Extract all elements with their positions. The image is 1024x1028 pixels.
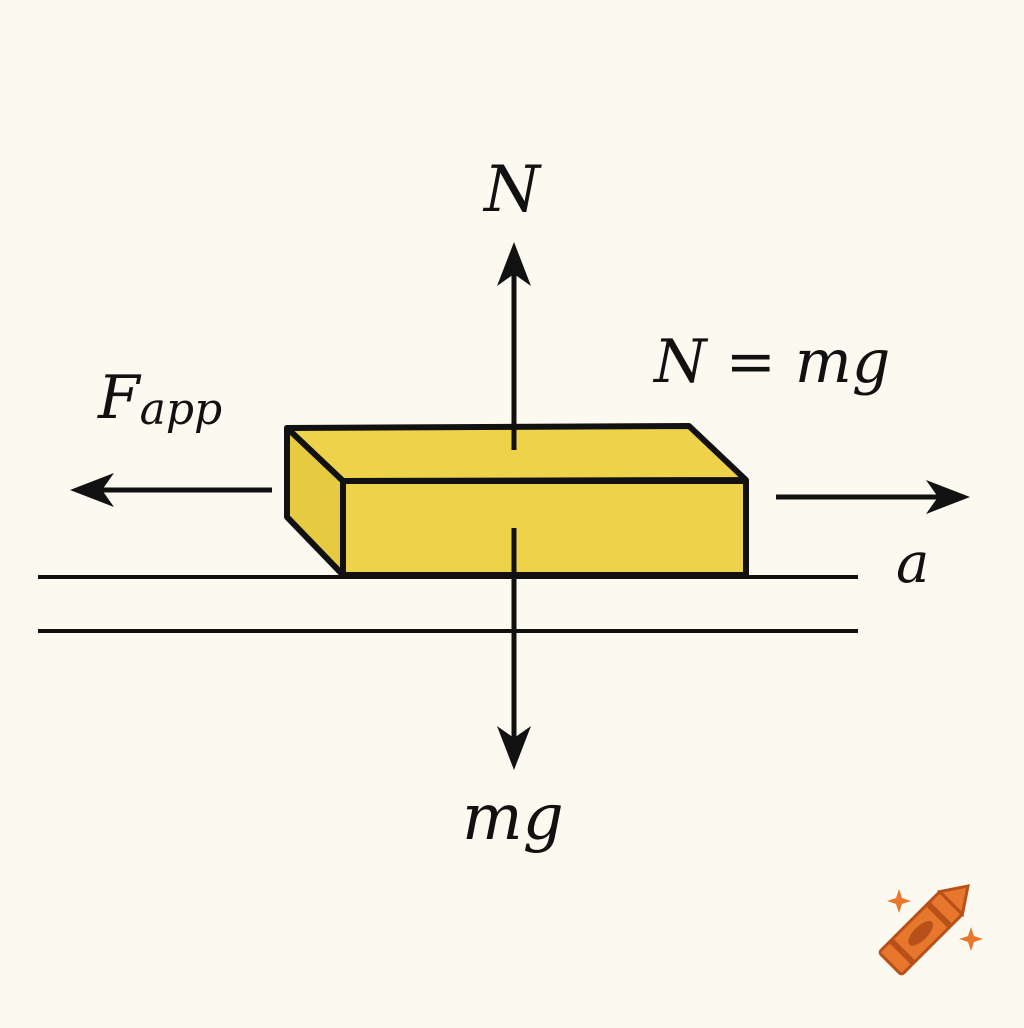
equation-label: N = mg xyxy=(654,327,891,397)
applied-force-symbol: F xyxy=(98,363,140,433)
acceleration-arrow xyxy=(776,480,970,514)
block-front-face xyxy=(340,478,749,578)
applied-force-arrow xyxy=(70,473,272,507)
weight-label: mg xyxy=(462,781,564,855)
block-center-gap xyxy=(506,507,522,527)
normal-force-label: N xyxy=(484,153,540,227)
weight-arrow xyxy=(497,528,531,770)
applied-force-label: Fapp xyxy=(98,368,222,432)
acceleration-label: a xyxy=(896,531,930,596)
applied-force-subscript: app xyxy=(139,384,223,435)
crayon-icon xyxy=(878,884,983,976)
normal-force-arrow xyxy=(497,242,531,450)
